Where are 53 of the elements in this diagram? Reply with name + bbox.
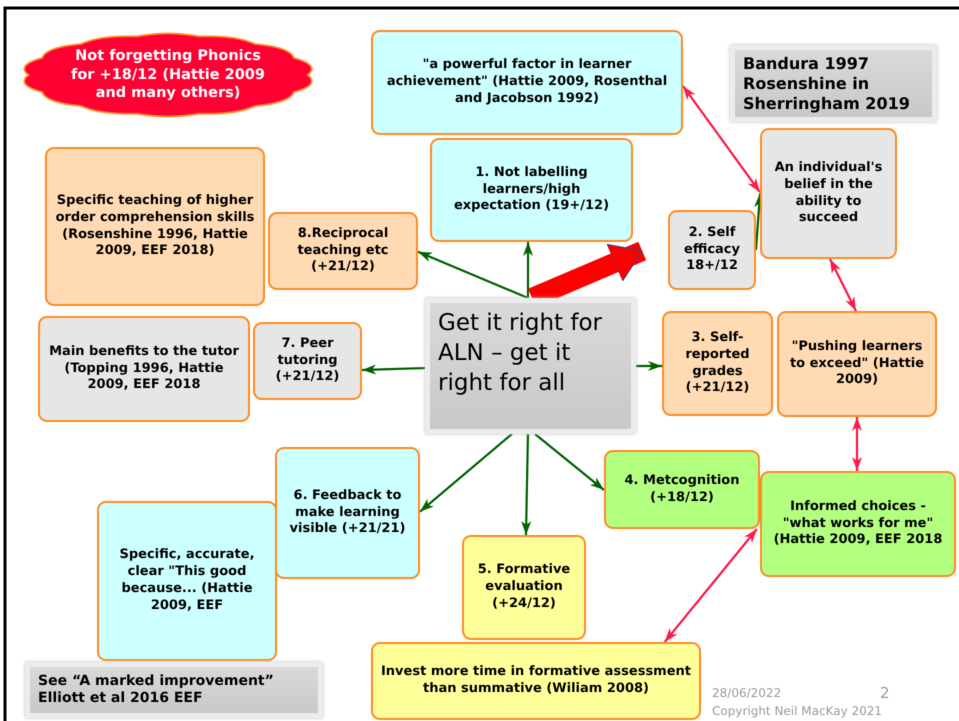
box-text: 8.Reciprocal teaching etc (+21/12) (296, 226, 390, 276)
box-text: See “A marked improvement” Elliott et al 2016 EEF (38, 672, 275, 708)
box-text: 5. Formative evaluation (+24/12) (476, 562, 572, 613)
note-box (430, 138, 633, 242)
box-text: 3. Self-reported grades (+21/12) (684, 330, 751, 398)
note-box (371, 642, 701, 720)
note-box (371, 30, 683, 135)
arrow (829, 258, 858, 312)
box-text: 7. Peer tutoring (+21/12) (274, 336, 340, 386)
footer-text: 28/06/2022 (712, 686, 782, 700)
box-text: Informed choices - "what works for me"(Hattie 2009, EEF 2018 (772, 498, 944, 550)
box-text: An individual's belief in the ability to succeed (774, 160, 884, 228)
note-box (38, 316, 250, 422)
arrow (636, 361, 662, 371)
box-text: Bandura 1997 Rosenshine in Sherringham 2019 (743, 54, 911, 114)
arrow (852, 417, 862, 471)
box-text: 1. Not labelling learners/high expectation (19+/12) (452, 164, 610, 216)
arrow (534, 433, 605, 491)
note-box (97, 501, 277, 661)
arrow (521, 434, 532, 536)
box-text: Specific, accurate, clear "This good because... (Hattie 2009, EEF (118, 547, 256, 615)
reference-box (730, 45, 937, 122)
note-box (275, 447, 420, 579)
note-box (668, 210, 756, 290)
arrow (419, 433, 513, 513)
box-text: Specific teaching of higher order comprehension skills (Rosenshine 1996, Hattie 2009, EEF 2018) (54, 192, 256, 260)
note-box (777, 311, 937, 417)
note-box (760, 128, 897, 259)
box-text: Not forgetting Phonics for +18/12 (Hattie 2009 and many others) (70, 46, 266, 104)
arrow (682, 85, 761, 193)
box-text: 2. Self efficacy 18+/12 (683, 224, 741, 276)
arrow (664, 528, 758, 643)
box-text: 6. Feedback to make learning visible (+21/21) (288, 488, 406, 538)
box-text: "Pushing learners to exceed" (Hattie 2009) (788, 338, 926, 390)
note-box (604, 450, 760, 529)
reference-box (25, 662, 323, 718)
page-number: 2 (880, 684, 890, 702)
footer-text: Copyright Neil MacKay 2021 (712, 704, 882, 718)
box-text: Get it right for ALN – get it right for all (438, 309, 603, 398)
central-box (425, 298, 636, 434)
box-text: 4. Metcognition (+18/12) (624, 472, 740, 506)
note-box (45, 147, 265, 306)
note-box (662, 311, 773, 416)
arrow (523, 242, 534, 298)
box-text: Invest more time in formative assessment than summative (Wiliam 2008) (380, 664, 692, 698)
arrow (418, 250, 528, 300)
box-text: "a powerful factor in learner achievement" (Hattie 2009, Rosenthal and Jacobson 1992) (386, 57, 668, 108)
box-text: Main benefits to the tutor (Topping 1996, Hattie 2009, EEF 2018 (48, 344, 240, 394)
note-box (462, 535, 586, 640)
note-box (268, 212, 418, 290)
arrow (362, 364, 426, 375)
note-box (253, 322, 362, 400)
note-box (760, 471, 956, 577)
